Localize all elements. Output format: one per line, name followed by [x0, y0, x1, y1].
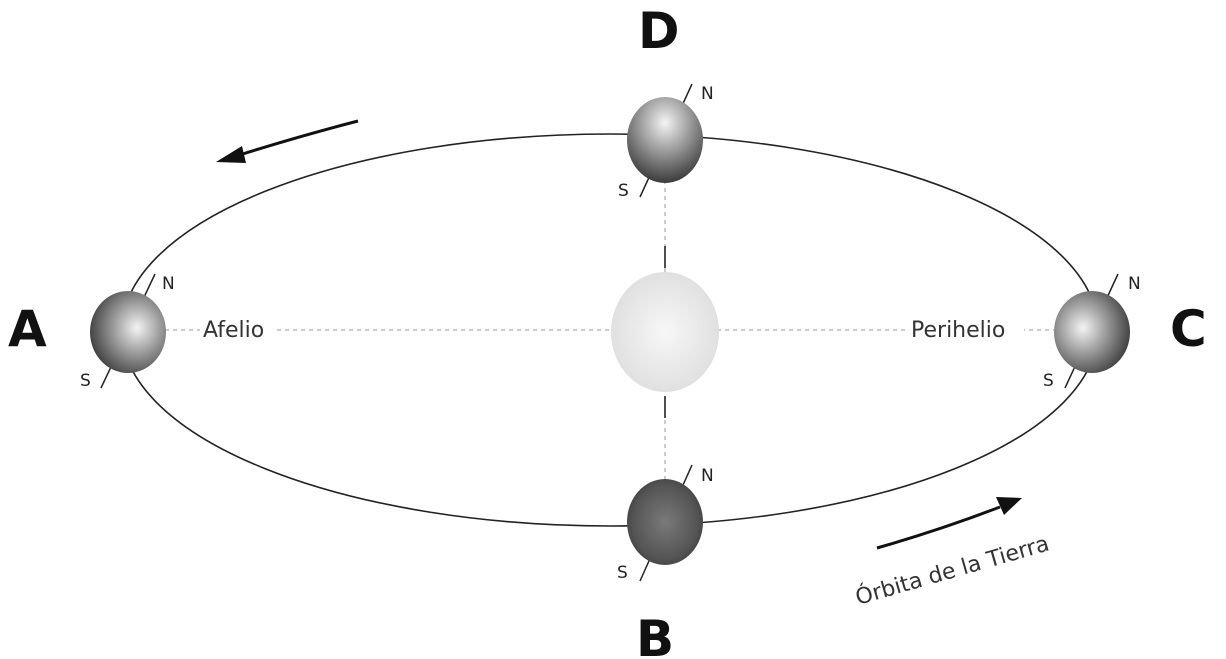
- label-d: D: [638, 2, 680, 60]
- earth-position-a: N S: [80, 273, 175, 391]
- perihelion-label: Perihelio: [911, 318, 1005, 343]
- earth-position-c: N S: [1043, 273, 1141, 391]
- aphelion-label-bg: [200, 314, 276, 344]
- south-pole-label: S: [80, 371, 91, 391]
- aphelion-label: Afelio: [203, 318, 264, 343]
- label-c: C: [1170, 300, 1207, 358]
- direction-arrow-top: [216, 119, 359, 163]
- direction-arrow-bottom: [876, 497, 1022, 550]
- earth: [90, 291, 166, 373]
- earth: [627, 97, 703, 183]
- south-pole-label: S: [617, 563, 628, 583]
- label-b: B: [636, 610, 674, 659]
- sun: [611, 272, 719, 392]
- earth: [627, 479, 703, 565]
- earth-position-b: N S: [617, 464, 714, 583]
- north-pole-label: N: [162, 274, 175, 294]
- perihelion-label-bg: [908, 314, 1024, 344]
- south-pole-label: S: [618, 181, 629, 201]
- earth-position-d: N S: [618, 83, 714, 201]
- north-pole-label: N: [701, 84, 714, 104]
- label-a: A: [8, 300, 47, 358]
- earth: [1054, 291, 1130, 373]
- south-pole-label: S: [1043, 371, 1054, 391]
- north-pole-label: N: [1128, 274, 1141, 294]
- orbit-caption: Órbita de la Tierra: [852, 531, 1052, 611]
- north-pole-label: N: [701, 466, 714, 486]
